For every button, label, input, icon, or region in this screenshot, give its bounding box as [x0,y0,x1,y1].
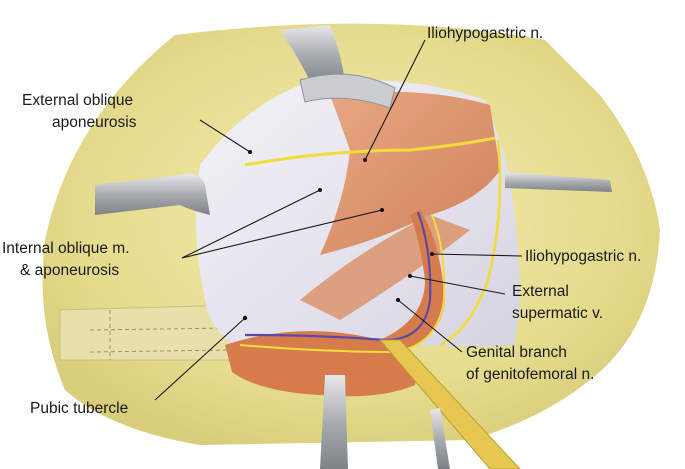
retractor-top [280,25,345,85]
retractor-right [505,172,612,192]
label-internal-oblique-line1: Internal oblique m. [2,240,130,257]
leader-dot-pubic-tubercle [242,315,248,321]
label-internal-oblique-line2: & aponeurosis [20,262,119,279]
label-iliohypogastric-top: Iliohypogastric n. [427,25,543,42]
leader-internal-oblique-2 [181,209,383,259]
leader-internal-oblique-1 [181,189,321,259]
leader-dot-genital-branch [396,298,400,302]
label-pubic-tubercle: Pubic tubercle [30,400,128,417]
label-external-oblique-line2: aponeurosis [52,114,137,131]
leader-dot-external-oblique [248,150,252,154]
dressing-dashes [89,310,231,360]
retractor-bottom [320,375,348,469]
leader-pubic-tubercle [154,317,246,401]
leader-iliohypogastric-right [431,253,523,257]
external-spermatic-vein [244,211,432,342]
label-iliohypogastric-right: Iliohypogastric n. [525,248,641,265]
leader-dot-iliohypogastric-top [363,158,367,162]
forceps-handle [430,408,450,469]
iliohypogastric-nerve-right [439,139,502,347]
label-external-spermatic-line2: supermatic v. [512,305,603,322]
leader-external-spermatic [409,275,506,295]
label-external-oblique-line1: External oblique [22,92,133,109]
leader-external-oblique [199,119,251,153]
leader-genital-branch [397,299,463,353]
retractor-left [95,173,210,215]
leader-dot-iliohypogastric-right [430,252,434,256]
label-genital-branch-line1: Genital branch [466,344,567,361]
iliohypogastric-nerve-top [244,136,496,167]
leader-dot-internal-oblique-1 [318,188,322,192]
leader-dot-internal-oblique-2 [380,208,384,212]
label-external-spermatic-line1: External [512,283,569,300]
genital-branch-nerve [239,214,446,354]
right-fold [380,210,445,350]
leader-dot-external-spermatic [408,274,412,278]
forceps-bottom [378,339,521,469]
label-genital-branch-line2: of genitofemoral n. [466,366,594,383]
leader-iliohypogastric-top [364,39,426,161]
retractor-top-blade [299,73,396,109]
